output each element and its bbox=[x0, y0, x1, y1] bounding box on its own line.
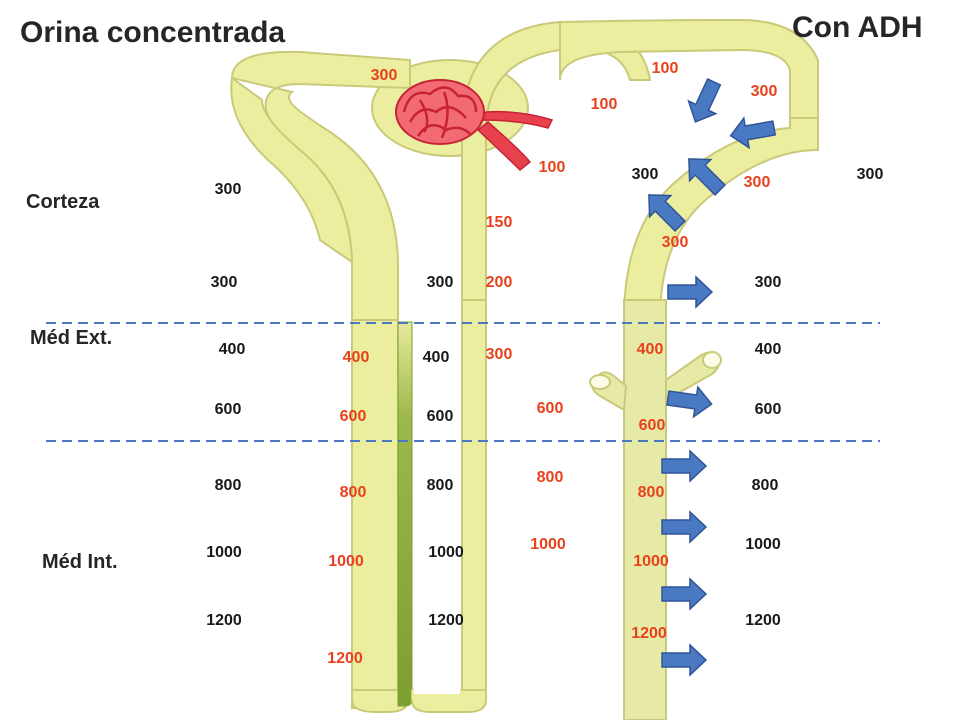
tubular-osmolarity-label: 200 bbox=[485, 274, 513, 291]
tubular-osmolarity-label: 300 bbox=[743, 174, 771, 191]
efferent-arteriole bbox=[478, 110, 554, 129]
distal-top-arch bbox=[559, 18, 819, 121]
tubular-osmolarity-label: 400 bbox=[636, 341, 664, 358]
osmolarity-label: 600 bbox=[426, 408, 454, 425]
osmolarity-label: 600 bbox=[214, 401, 242, 418]
osmolarity-label: 1000 bbox=[745, 536, 781, 553]
nephron-tubule bbox=[230, 18, 819, 720]
tubular-osmolarity-label: 800 bbox=[536, 469, 564, 486]
diagram-title: Orina concentrada bbox=[20, 16, 286, 49]
osmolarity-label: 300 bbox=[754, 274, 782, 291]
water-flow-arrow-icon bbox=[687, 78, 722, 123]
tubular-osmolarity-label: 400 bbox=[342, 349, 370, 366]
water-flow-arrow-icon bbox=[666, 385, 713, 419]
tubular-osmolarity-label: 600 bbox=[638, 417, 666, 434]
tubular-osmolarity-label: 100 bbox=[590, 96, 618, 113]
tubular-osmolarity-label: 300 bbox=[750, 83, 778, 100]
tubular-osmolarity-label: 600 bbox=[536, 400, 564, 417]
water-flow-arrow-icon bbox=[661, 449, 708, 483]
tubular-osmolarity-label: 800 bbox=[637, 484, 665, 501]
water-flow-arrow-icon bbox=[661, 510, 708, 544]
water-flow-arrow-icon bbox=[688, 158, 727, 197]
osmolarity-label: 800 bbox=[426, 477, 454, 494]
tubular-osmolarity-label: 150 bbox=[485, 214, 513, 231]
osmolarity-label: 300 bbox=[856, 166, 884, 183]
branch-right-opening bbox=[702, 351, 722, 369]
water-flow-arrow-icon bbox=[661, 577, 708, 611]
tubular-osmolarity-label: 600 bbox=[339, 408, 367, 425]
glomerulus bbox=[395, 79, 554, 172]
tubular-osmolarity-label: 100 bbox=[538, 159, 566, 176]
osmolarity-label: 1000 bbox=[206, 544, 242, 561]
water-arrows bbox=[648, 78, 777, 677]
thick-ascending-limb bbox=[397, 321, 413, 707]
osmolarity-label: 400 bbox=[218, 341, 246, 358]
osmolarity-label: 1000 bbox=[428, 544, 464, 561]
zone-label-outer-medulla: Méd Ext. bbox=[30, 327, 113, 349]
zone-label-cortex: Corteza bbox=[26, 191, 100, 213]
branch-left-opening bbox=[589, 374, 611, 390]
loop-inner-gap bbox=[412, 690, 462, 700]
condition-title: Con ADH bbox=[792, 11, 923, 44]
tubular-osmolarity-label: 300 bbox=[661, 234, 689, 251]
osmolarity-label: 300 bbox=[214, 181, 242, 198]
osmolarity-label: 300 bbox=[426, 274, 454, 291]
afferent-arteriole bbox=[476, 121, 532, 172]
glomerular-tuft bbox=[395, 79, 485, 145]
osmolarity-label: 600 bbox=[754, 401, 782, 418]
osmolarity-label: 400 bbox=[754, 341, 782, 358]
loop-inner-space bbox=[414, 322, 460, 694]
water-flow-arrow-icon bbox=[648, 194, 687, 233]
osmolarity-label: 800 bbox=[751, 477, 779, 494]
tubular-osmolarity-label: 1000 bbox=[633, 553, 669, 570]
water-flow-arrow-icon bbox=[667, 275, 714, 309]
water-flow-arrow-icon bbox=[729, 116, 777, 150]
osmolarity-label: 400 bbox=[422, 349, 450, 366]
capillary-loops bbox=[402, 86, 478, 139]
osmolarity-label: 1200 bbox=[745, 612, 781, 629]
proximal-convolution bbox=[230, 76, 354, 264]
tubular-osmolarity-label: 1000 bbox=[328, 553, 364, 570]
tubular-osmolarity-label: 300 bbox=[485, 346, 513, 363]
tubular-osmolarity-label: 100 bbox=[651, 60, 679, 77]
tubular-osmolarity-label: 800 bbox=[339, 484, 367, 501]
tubular-osmolarity-label: 1000 bbox=[530, 536, 566, 553]
tubular-osmolarity-label: 1200 bbox=[631, 625, 667, 642]
osmolarity-label: 800 bbox=[214, 477, 242, 494]
osmolarity-label: 1200 bbox=[206, 612, 242, 629]
connecting-tubule bbox=[622, 117, 819, 321]
osmolarity-label: 1200 bbox=[428, 612, 464, 629]
osmolarity-label: 300 bbox=[631, 166, 659, 183]
tubular-osmolarity-label: 300 bbox=[370, 67, 398, 84]
osmolarity-label: 300 bbox=[210, 274, 238, 291]
zone-label-inner-medulla: Méd Int. bbox=[42, 551, 118, 573]
water-flow-arrow-icon bbox=[661, 643, 708, 677]
collecting-duct bbox=[623, 299, 667, 720]
tubular-osmolarity-label: 1200 bbox=[327, 650, 363, 667]
